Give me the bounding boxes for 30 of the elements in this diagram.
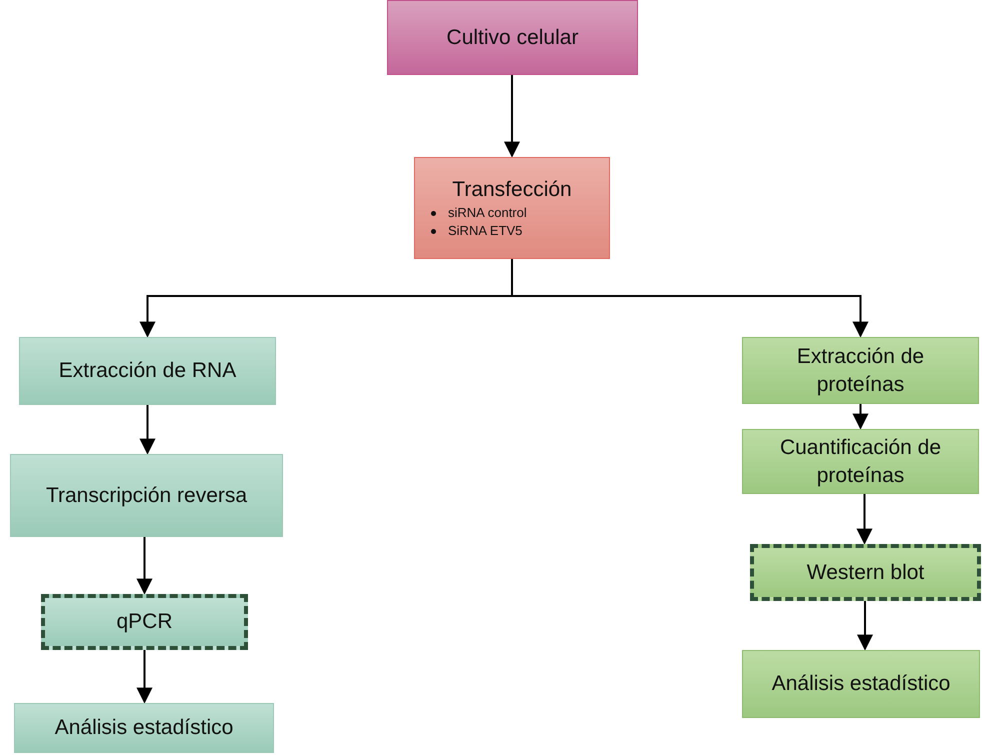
bullet-text: SiRNA ETV5 xyxy=(448,222,522,240)
node-title: Análisis estadístico xyxy=(54,715,234,741)
node-title: Extracción de RNA xyxy=(58,358,236,384)
node-title: Análisis estadístico xyxy=(772,671,950,697)
process-box xyxy=(742,650,980,718)
process-box xyxy=(10,454,283,537)
process-box xyxy=(387,0,638,75)
node-title: Western blot xyxy=(806,560,924,586)
process-box xyxy=(742,429,979,494)
process-box xyxy=(742,337,979,404)
bullet-text: siRNA control xyxy=(448,204,527,222)
arrow xyxy=(856,494,872,545)
process-box xyxy=(19,337,276,405)
node-title: Cuantificación de proteínas xyxy=(778,434,942,488)
dashed-process-box xyxy=(41,594,248,650)
process-box xyxy=(414,157,610,259)
arrow xyxy=(136,650,152,704)
dashed-process-box xyxy=(750,544,981,601)
arrow xyxy=(136,537,152,595)
arrow xyxy=(511,259,868,338)
node-title: qPCR xyxy=(116,609,173,635)
arrow xyxy=(504,75,520,158)
arrow xyxy=(852,404,868,430)
arrow xyxy=(857,601,873,651)
process-box xyxy=(14,703,274,753)
node-title: Cultivo celular xyxy=(446,24,578,50)
node-title: Transcripción reversa xyxy=(46,482,248,508)
arrow xyxy=(140,405,156,455)
node-title: Extracción de proteínas xyxy=(796,344,926,398)
node-title: Transfección xyxy=(452,177,572,203)
